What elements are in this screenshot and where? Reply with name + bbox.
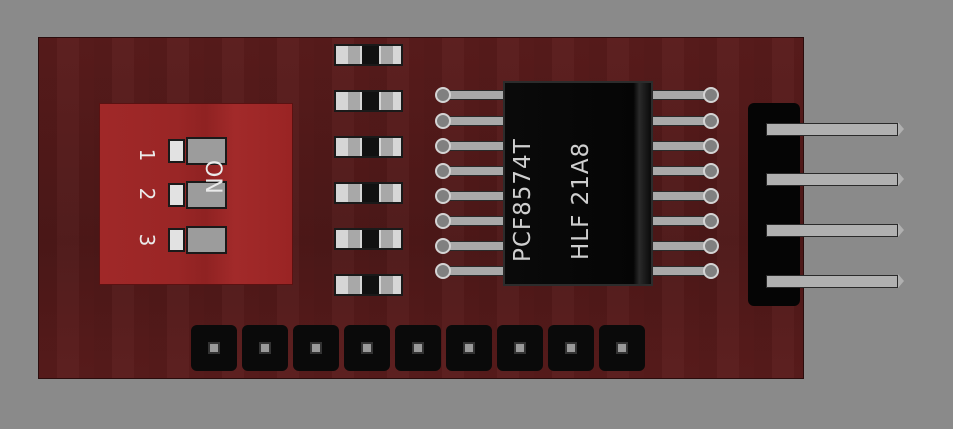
header-pad[interactable] [599, 325, 645, 371]
switch-knob[interactable] [168, 228, 185, 252]
on-label: ON [200, 160, 225, 194]
resistor [334, 182, 403, 204]
resistor [334, 136, 403, 158]
header-pad[interactable] [344, 325, 390, 371]
switch-knob[interactable] [168, 183, 185, 207]
resistor [334, 44, 403, 66]
header-pad[interactable] [191, 325, 237, 371]
switch-number: 1 [135, 148, 159, 162]
switch-track [186, 226, 227, 254]
header-pad[interactable] [395, 325, 441, 371]
header-pad[interactable] [497, 325, 543, 371]
switch-track [186, 181, 227, 209]
ic-part-number: PCF8574T [510, 138, 536, 262]
header-pad[interactable] [446, 325, 492, 371]
resistor [334, 228, 403, 250]
right-pin-header [748, 103, 800, 306]
ic-marking: HLF 21A8 [568, 141, 594, 260]
switch-knob[interactable] [168, 139, 185, 163]
header-pad[interactable] [242, 325, 288, 371]
header-pad[interactable] [548, 325, 594, 371]
switch-number: 2 [135, 187, 159, 201]
header-pad[interactable] [293, 325, 339, 371]
resistor [334, 90, 403, 112]
switch-track [186, 137, 227, 165]
ic-chip [503, 81, 653, 286]
switch-number: 3 [135, 233, 159, 247]
resistor [334, 274, 403, 296]
